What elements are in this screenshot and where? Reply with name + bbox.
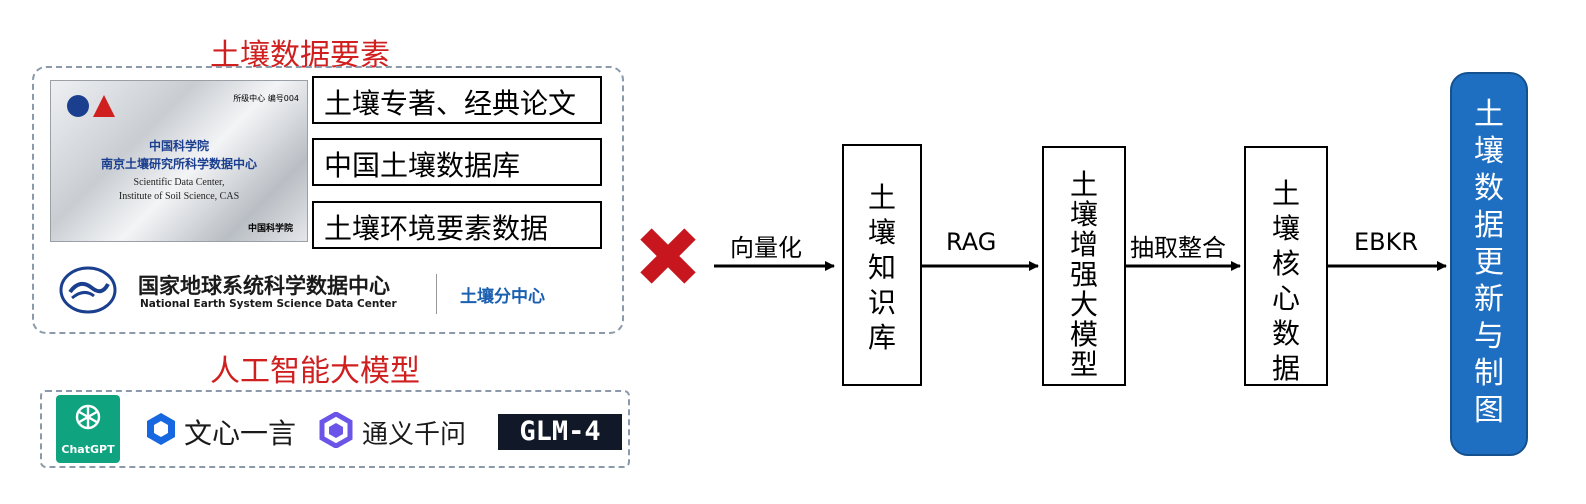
box-soil-enhanced-llm: 土壤增强大模型 (1042, 146, 1126, 386)
nesdc-logo-icon (58, 266, 118, 314)
nesdc-name-en: National Earth System Science Data Cente… (140, 298, 397, 310)
nesdc-sub-center: 土壤分中心 (460, 287, 545, 307)
box-soil-enhanced-llm-label: 土壤增强大模型 (1069, 168, 1098, 381)
box-soil-core-data: 土壤核心数据 (1244, 146, 1328, 386)
plaque-line4: Institute of Soil Science, CAS (118, 191, 240, 202)
plaque-corner-text: 所级中心 编号004 (233, 94, 299, 103)
tongyi-label: 通义千问 (362, 420, 467, 450)
source-soil-environment: 土壤环境要素数据 (312, 201, 602, 249)
source-soil-database: 中国土壤数据库 (312, 138, 602, 186)
nesdc-divider (436, 274, 437, 314)
box-soil-data-update-mapping-label: 土壤数据更新与制图 (1474, 97, 1504, 428)
plaque-line3: Scientific Data Center, (133, 177, 225, 188)
box-soil-knowledge-base-label: 土壤知识库 (867, 181, 896, 354)
glm-logo: GLM-4 (498, 414, 622, 450)
chatgpt-logo: ChatGPT (56, 395, 120, 463)
box-soil-data-update-mapping: 土壤数据更新与制图 (1450, 72, 1528, 456)
label-vectorize: 向量化 (730, 234, 802, 262)
wenxin-icon (146, 412, 176, 446)
box-soil-knowledge-base: 土壤知识库 (842, 144, 922, 386)
openai-icon (72, 401, 104, 433)
source-soil-literature: 土壤专著、经典论文 (312, 76, 602, 124)
box-soil-core-data-label: 土壤核心数据 (1271, 177, 1300, 385)
cas-logo-icon (67, 95, 89, 117)
chatgpt-label: ChatGPT (61, 443, 115, 456)
issas-logo-icon (93, 95, 115, 117)
plaque-footer: 中国科学院 (247, 224, 293, 234)
glm-label: GLM-4 (519, 416, 601, 447)
wenxin-label: 文心一言 (184, 417, 297, 450)
data-elements-group (32, 66, 624, 334)
tongyi-icon (318, 411, 354, 449)
cross-icon (638, 226, 698, 286)
plaque-line2: 南京土壤研究所科学数据中心 (100, 157, 257, 171)
label-ebkr: EBKR (1354, 228, 1419, 256)
plaque-line1: 中国科学院 (148, 139, 209, 153)
llm-group (40, 390, 630, 468)
label-extract: 抽取整合 (1130, 234, 1226, 262)
llm-title: 人工智能大模型 (210, 354, 420, 389)
cas-plaque: 所级中心 编号004 中国科学院 南京土壤研究所科学数据中心 Scientifi… (50, 80, 308, 242)
nesdc-name-cn: 国家地球系统科学数据中心 (138, 274, 390, 298)
label-rag: RAG (946, 228, 997, 256)
